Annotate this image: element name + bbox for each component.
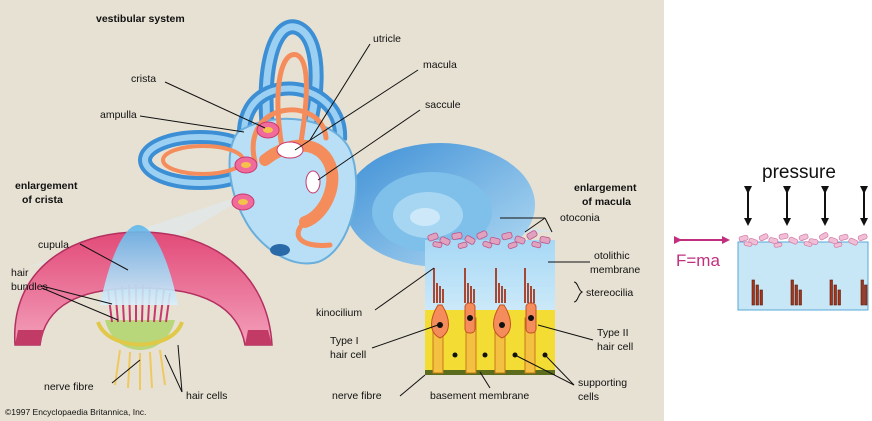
label-otolithic-2: membrane [590,264,640,276]
label-type1-2: hair cell [330,349,366,361]
label-utricle: utricle [373,33,401,45]
label-otolithic-1: otolithic [594,250,630,262]
label-crista: crista [131,73,156,85]
label-enlargement-macula-1: enlargement [574,182,637,194]
label-hair-bundles-2: bundles [11,281,48,293]
vestibular-illustration: vestibular system utricle crista macula … [0,0,664,421]
label-stereocilia: stereocilia [586,287,633,299]
pressure-arrows [744,186,868,226]
label-vestibular-system: vestibular system [96,13,185,25]
label-nerve-fibre-crista: nerve fibre [44,381,94,393]
label-enlargement-crista-1: enlargement [15,180,78,192]
label-otoconia: otoconia [560,212,600,224]
macula-enlargement [425,230,555,375]
label-ampulla: ampulla [100,109,137,121]
model-box [737,241,869,311]
model-hair-bundles [751,279,868,306]
label-enlargement-crista-2: of crista [22,194,63,206]
label-type1-1: Type I [330,335,359,347]
vestibular-svg: vestibular system utricle crista macula … [5,13,640,417]
utricle-macula-shape [276,141,304,159]
label-type2-1: Type II [597,327,629,339]
saccule-shape [305,170,321,194]
label-saccule: saccule [425,99,461,111]
crista-enlargement [14,225,273,390]
leader-lines [41,43,594,397]
label-nerve-fibre-macula: nerve fibre [332,390,382,402]
pressure-label: pressure [762,162,836,183]
label-macula: macula [423,59,457,71]
copyright-notice: ©1997 Encyclopaedia Britannica, Inc. [5,407,146,417]
pressure-diagram: pressure F=ma [664,0,872,421]
oval-window [270,244,290,256]
label-enlargement-macula-2: of macula [582,196,631,208]
pressure-svg: pressure F=ma [674,162,869,311]
label-kinocilium: kinocilium [316,307,362,319]
label-type2-2: hair cell [597,341,633,353]
label-hair-bundles-1: hair [11,267,29,279]
label-cupula: cupula [38,239,69,251]
label-supporting-1: supporting [578,377,627,389]
label-supporting-2: cells [578,391,599,403]
ampullae [231,121,280,211]
label-hair-cells: hair cells [186,390,227,402]
force-label: F=ma [676,251,720,270]
model-otoconia [738,232,868,248]
label-basement-membrane: basement membrane [430,390,529,402]
cochlea-shape [345,143,535,267]
